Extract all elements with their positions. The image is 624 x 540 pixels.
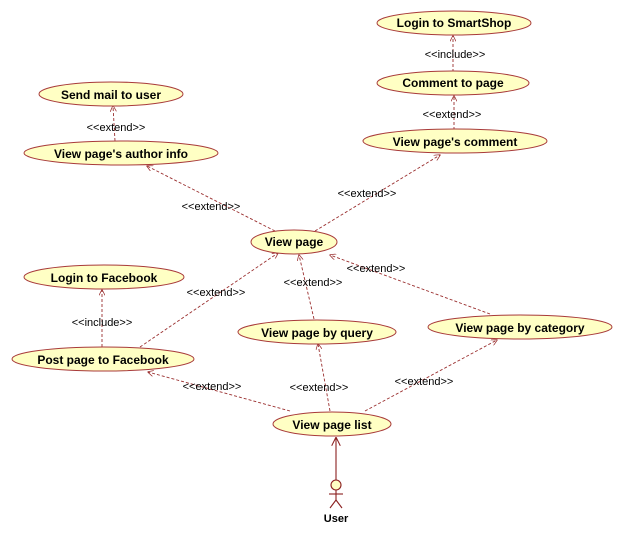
use-case-shape[interactable]: [362, 128, 548, 154]
actor-head-icon: [330, 479, 342, 491]
use-case-comment-page[interactable]: Comment to page: [376, 70, 530, 96]
label-include-smartshop: <<include>>: [425, 49, 486, 61]
use-case-post-facebook[interactable]: Post page to Facebook: [11, 346, 195, 372]
use-case-view-author-info[interactable]: View page's author info: [23, 140, 219, 166]
use-case-view-page-comment[interactable]: View page's comment: [362, 128, 548, 154]
use-case-label: Login to SmartShop: [397, 16, 512, 30]
label-extend-by-category: <<extend>>: [347, 263, 406, 275]
use-case-label: View page's comment: [393, 135, 518, 149]
extend-page-list-to-post-facebook: [148, 372, 291, 412]
use-case-shape[interactable]: [11, 346, 195, 372]
extend-view-page-to-author-info: [147, 166, 276, 232]
label-extend-page-list-category: <<extend>>: [395, 376, 454, 388]
use-case-shape[interactable]: [38, 81, 184, 107]
actor-user[interactable]: User: [324, 479, 349, 525]
connectors: [102, 36, 497, 480]
use-case-login-facebook[interactable]: Login to Facebook: [23, 264, 185, 290]
extend-author-info-to-send-mail: [113, 106, 115, 142]
label-extend-page-list-query: <<extend>>: [290, 382, 349, 394]
use-case-label: Send mail to user: [61, 88, 161, 102]
use-case-shape[interactable]: [427, 314, 613, 340]
label-include-facebook: <<include>>: [72, 317, 133, 329]
use-case-send-mail[interactable]: Send mail to user: [38, 81, 184, 107]
actor-right-leg: [335, 499, 343, 509]
use-case-label: Login to Facebook: [51, 271, 158, 285]
use-case-label: Post page to Facebook: [37, 353, 169, 367]
actor-left-leg: [329, 499, 337, 509]
use-case-shape[interactable]: [376, 70, 530, 96]
label-extend-post-facebook: <<extend>>: [187, 287, 246, 299]
label-extend-page-list-facebook: <<extend>>: [183, 381, 242, 393]
extend-post-facebook-to-view-page: [139, 253, 278, 348]
use-case-label: View page's author info: [54, 147, 188, 161]
use-case-label: View page by category: [455, 321, 584, 335]
label-extend-comment: <<extend>>: [423, 109, 482, 121]
extend-view-page-to-view-comment: [314, 155, 440, 232]
use-case-view-page-list[interactable]: View page list: [272, 411, 392, 437]
use-case-view-by-category[interactable]: View page by category: [427, 314, 613, 340]
use-case-label: View page by query: [261, 326, 373, 340]
relationship-labels: <<include>> <<extend>> <<extend>> <<exte…: [72, 49, 486, 394]
use-case-shape[interactable]: [272, 411, 392, 437]
use-case-shape[interactable]: [23, 140, 219, 166]
extend-page-list-to-by-query: [318, 344, 331, 412]
actor-label: User: [324, 513, 349, 525]
extend-by-query-to-view-page: [299, 255, 315, 320]
use-case-shape[interactable]: [237, 319, 397, 345]
extend-by-category-to-view-page: [330, 255, 491, 315]
use-case-shape[interactable]: [250, 229, 338, 255]
use-case-shape[interactable]: [376, 10, 532, 36]
use-case-login-smartshop[interactable]: Login to SmartShop: [376, 10, 532, 36]
use-case-view-by-query[interactable]: View page by query: [237, 319, 397, 345]
label-extend-view-comment: <<extend>>: [338, 188, 397, 200]
use-case-view-page[interactable]: View page: [250, 229, 338, 255]
use-case-shape[interactable]: [23, 264, 185, 290]
use-case-label: View page: [265, 235, 324, 249]
label-extend-by-query: <<extend>>: [284, 277, 343, 289]
use-case-label: Comment to page: [402, 76, 504, 90]
use-case-label: View page list: [292, 418, 371, 432]
label-extend-send-mail: <<extend>>: [87, 122, 146, 134]
label-extend-author-info: <<extend>>: [182, 201, 241, 213]
